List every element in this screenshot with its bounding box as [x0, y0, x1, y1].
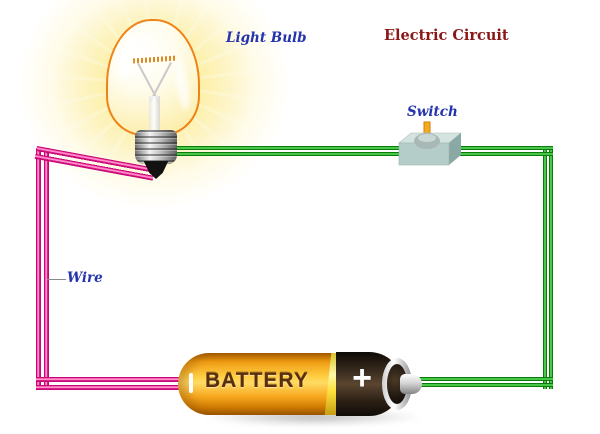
battery-terminal-nub — [400, 374, 422, 394]
battery-body — [178, 353, 334, 415]
battery-minus-terminal-mark — [189, 373, 193, 393]
switch-dome-highlight — [418, 134, 436, 142]
wire-label-connector — [47, 279, 66, 280]
bulb-stem — [149, 96, 160, 132]
battery-label: BATTERY — [205, 369, 309, 392]
battery: BATTERY + — [176, 348, 428, 428]
bulb-screw-base — [135, 130, 177, 164]
wire-pink-left — [36, 148, 49, 390]
page-title: Electric Circuit — [384, 27, 509, 44]
switch-right-face — [449, 133, 461, 165]
label-wire: Wire — [67, 270, 103, 286]
label-switch: Switch — [407, 104, 458, 120]
switch — [398, 121, 462, 166]
wire-pink-bottom — [36, 377, 191, 390]
wire-green-right — [543, 146, 553, 389]
label-light-bulb: Light Bulb — [226, 30, 307, 46]
battery-plus-sign: + — [352, 359, 372, 397]
wire-green-bottom — [418, 377, 553, 387]
wire-green-top — [170, 146, 553, 156]
